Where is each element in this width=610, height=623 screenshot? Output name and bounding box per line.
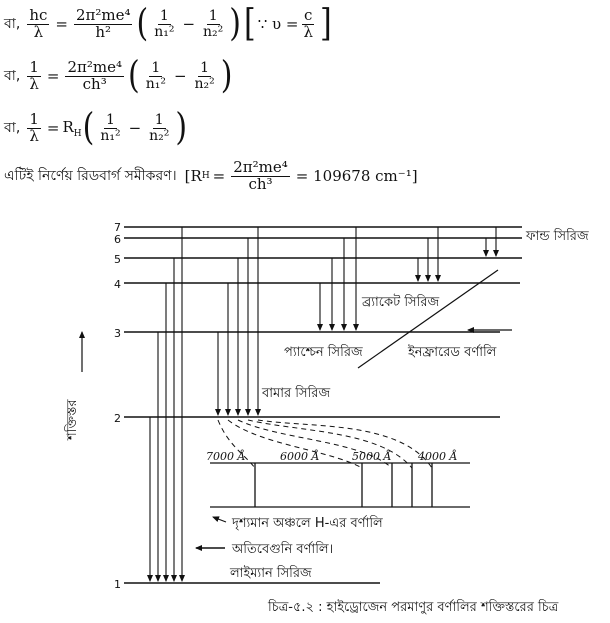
dashed-curve-h-beta [227,419,363,469]
dashed-curve-h-alpha [217,419,256,469]
ultraviolet-label: অতিবেগুনি বর্ণালি। [231,541,333,557]
brackett-transitions [415,227,441,282]
level-label-3: 3 [114,327,121,340]
balmer-transitions [215,227,261,416]
wavelength-label-5000: 5000 Å [352,449,391,463]
wavelength-label-6000: 6000 Å [280,449,319,463]
equation-prefix: বা, [4,68,21,85]
rydberg-constant: RH [62,117,82,139]
brackett-series-label: ব্র্যাকেট সিরিজ [361,294,439,310]
because-text: ∵ υ = [257,15,299,34]
figure-caption: চিত্র-৫.২ : হাইড্রোজেন পরমাণুর বর্ণালির … [268,600,559,615]
dashed-curve-h-epsilon [257,419,433,469]
energy-axis-label: শক্তিস্তর [64,399,80,441]
visible-spectrum [210,462,470,508]
rydberg-value: = 109678 cm⁻¹] [295,167,418,186]
dashed-curve-h-delta [247,419,413,469]
balmer-series-label: বামার সিরিজ [261,385,330,401]
energy-levels [124,226,522,584]
level-label-5: 5 [114,253,121,266]
visible-pointer-arrow [212,516,227,523]
dashed-curve-h-gamma [237,419,393,469]
level-label-7: 7 [114,221,121,234]
balmer-dashed-curves [217,419,433,469]
wavelength-label-4000: 4000 Å [417,449,457,463]
lyman-transitions [147,227,185,582]
level-label-6: 6 [114,233,121,246]
level-label-1: 1 [114,578,121,591]
equation-prefix: বা, [4,120,21,137]
pfund-series-label: ফান্ড সিরিজ [525,228,589,244]
level-label-2: 2 [114,412,121,425]
wavelength-label-7000: 7000 Å [206,449,245,463]
level-label-4: 4 [114,278,121,291]
infrared-label: ইনফ্রারেড বর্ণালি [407,344,497,360]
pfund-transitions [483,227,499,257]
infrared-boundary-line [357,269,499,369]
paschen-series-label: প্যাশ্চেন সিরিজ [284,344,363,360]
lyman-series-label: লাইম্যান সিরিজ [229,565,312,581]
equation-prefix: বা, [4,16,21,33]
statement-text: এটিই নির্ণেয় রিডবার্গ সমীকরণ। [4,168,177,185]
visible-spectrum-label: দৃশ্যমান অঞ্চলে H-এর বর্ণালি [231,515,383,531]
paschen-transitions [317,227,359,331]
